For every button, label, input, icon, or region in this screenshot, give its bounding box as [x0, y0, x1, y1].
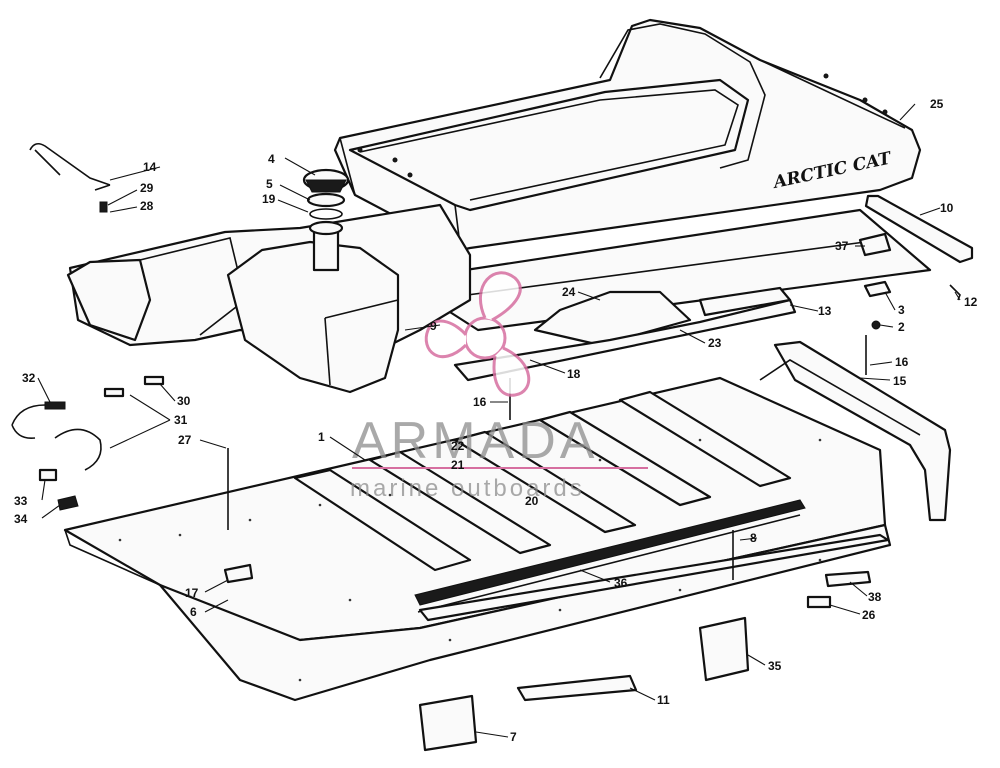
callout-6: 6 [190, 605, 197, 619]
watermark-title: ARMADA [352, 412, 598, 470]
callout-36: 36 [614, 576, 628, 590]
fitting [99, 201, 108, 213]
callout-9: 9 [430, 319, 437, 333]
callout-10: 10 [940, 201, 954, 215]
callout-29: 29 [140, 181, 154, 195]
callout-4: 4 [268, 152, 275, 166]
fuel-tank [226, 220, 400, 394]
callout-20: 20 [525, 494, 539, 508]
callout-35: 35 [768, 659, 782, 673]
callout-17: 17 [185, 586, 199, 600]
callout-1: 1 [318, 430, 325, 444]
tunnel-running-board [63, 376, 892, 702]
callout-19: 19 [262, 192, 276, 206]
callout-26: 26 [862, 608, 876, 622]
fuel-line [29, 142, 111, 186]
left-small-parts [11, 375, 229, 530]
heel-rest [453, 286, 797, 382]
callout-27: 27 [178, 433, 192, 447]
callout-31: 31 [174, 413, 188, 427]
callout-33: 33 [14, 494, 28, 508]
callout-25: 25 [930, 97, 944, 111]
callout-23: 23 [708, 336, 722, 350]
callout-38: 38 [868, 590, 882, 604]
callout-8: 8 [750, 531, 757, 545]
callout-16-left: 16 [473, 395, 487, 409]
callout-14: 14 [143, 160, 157, 174]
callout-30: 30 [177, 394, 191, 408]
fuel-cap-parts [302, 168, 350, 220]
callout-24: 24 [562, 285, 576, 299]
callout-21: 21 [451, 458, 465, 472]
rear-bumper [759, 340, 952, 522]
callout-3: 3 [898, 303, 905, 317]
callout-numbers: 4 5 19 14 29 28 25 10 37 3 2 12 13 23 24… [14, 97, 978, 744]
callout-18: 18 [567, 367, 581, 381]
side-rail [864, 194, 974, 264]
rivet-dots [118, 438, 822, 682]
bottom-brackets [223, 563, 872, 752]
callout-28: 28 [140, 199, 154, 213]
seat-assembly: ARCTIC CAT [333, 18, 922, 254]
callout-11: 11 [657, 693, 670, 707]
callout-34: 34 [14, 512, 28, 526]
callout-2: 2 [898, 320, 905, 334]
propeller-icon [424, 271, 531, 397]
callout-37: 37 [835, 239, 849, 253]
watermark-tagline: marine outboards [350, 475, 585, 502]
callout-32: 32 [22, 371, 36, 385]
callout-16-right: 16 [895, 355, 909, 369]
callout-15: 15 [893, 374, 907, 388]
callout-7: 7 [510, 730, 517, 744]
leader-lines [37, 103, 961, 738]
callout-22: 22 [451, 439, 465, 453]
callout-13: 13 [818, 304, 832, 318]
callout-5: 5 [266, 177, 273, 191]
watermark: ARMADA marine outboards [350, 271, 648, 502]
callout-12: 12 [964, 295, 978, 309]
